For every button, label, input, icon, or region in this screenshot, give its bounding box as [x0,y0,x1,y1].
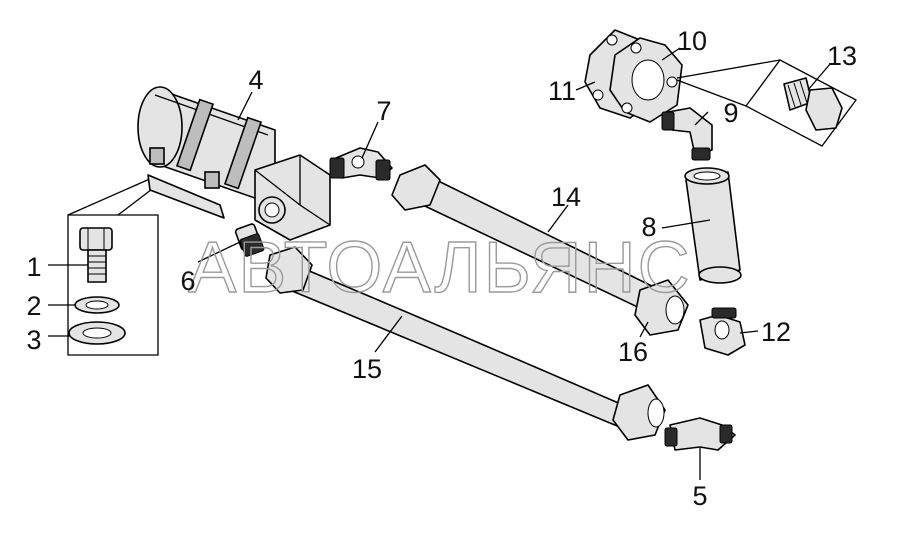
callout-13: 13 [827,41,857,71]
callout-11: 11 [548,76,576,106]
callout-9: 9 [723,98,738,128]
callout-3: 3 [26,325,41,355]
callout-14: 14 [551,182,581,212]
callout-15: 15 [352,354,382,384]
callout-10: 10 [677,26,707,56]
callout-12: 12 [761,317,791,347]
filter-canister [137,86,276,219]
elbow-12 [699,307,746,356]
fitting-6 [234,223,265,257]
callout-7: 7 [376,96,391,126]
flat-washer [68,321,126,345]
elbow-5 [664,417,736,451]
callout-1: 1 [26,252,41,282]
watermark-text: АВТОАЛЬЯНС [188,228,691,308]
hose-8 [684,167,742,284]
callout-5: 5 [692,481,707,511]
callout-numbers: 1 2 3 4 5 6 7 8 9 10 11 12 13 14 15 16 [26,26,857,511]
callout-16: 16 [618,337,648,367]
callout-6: 6 [180,266,195,296]
bolt [79,227,113,283]
leader-lines [48,47,831,480]
callout-4: 4 [248,65,263,95]
pipe-15 [265,246,666,441]
bolt-13 [783,77,843,131]
callout-8: 8 [641,212,656,242]
pipe-14 [391,164,689,336]
spring-washer [74,296,120,314]
callout-2: 2 [26,291,41,321]
elbow-7 [329,147,393,181]
filter-head [254,154,331,241]
